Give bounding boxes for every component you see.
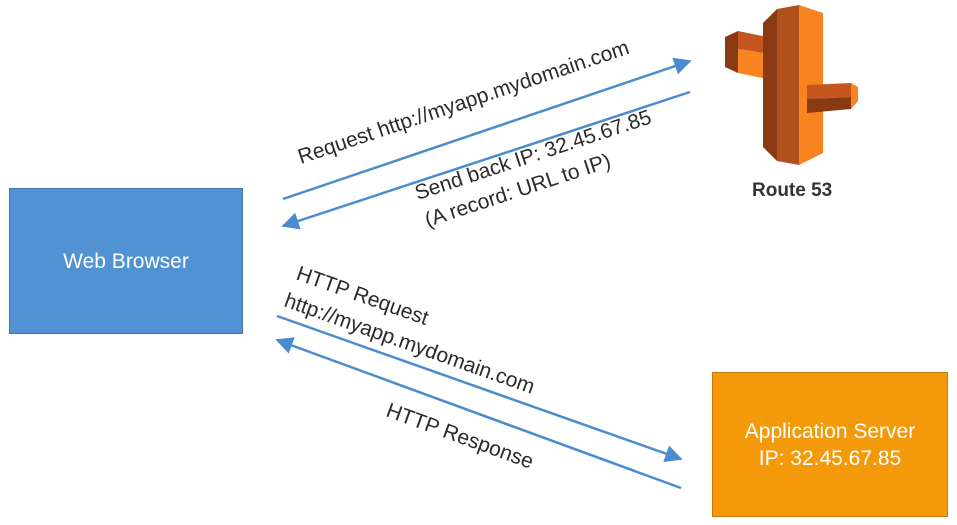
web-browser-label: Web Browser <box>63 249 189 273</box>
route53-icon <box>725 5 865 170</box>
http-response-arrow <box>275 337 682 490</box>
dns-response-arrow <box>281 90 691 230</box>
application-server-ip: IP: 32.45.67.85 <box>758 446 902 470</box>
route53-label: Route 53 <box>752 180 833 201</box>
application-server-label: Application Server <box>744 419 916 443</box>
application-server-node: Application Server IP: 32.45.67.85 <box>712 372 948 517</box>
dns-request-arrow <box>282 57 692 201</box>
web-browser-node: Web Browser <box>9 188 243 334</box>
http-request-arrow <box>276 314 683 462</box>
